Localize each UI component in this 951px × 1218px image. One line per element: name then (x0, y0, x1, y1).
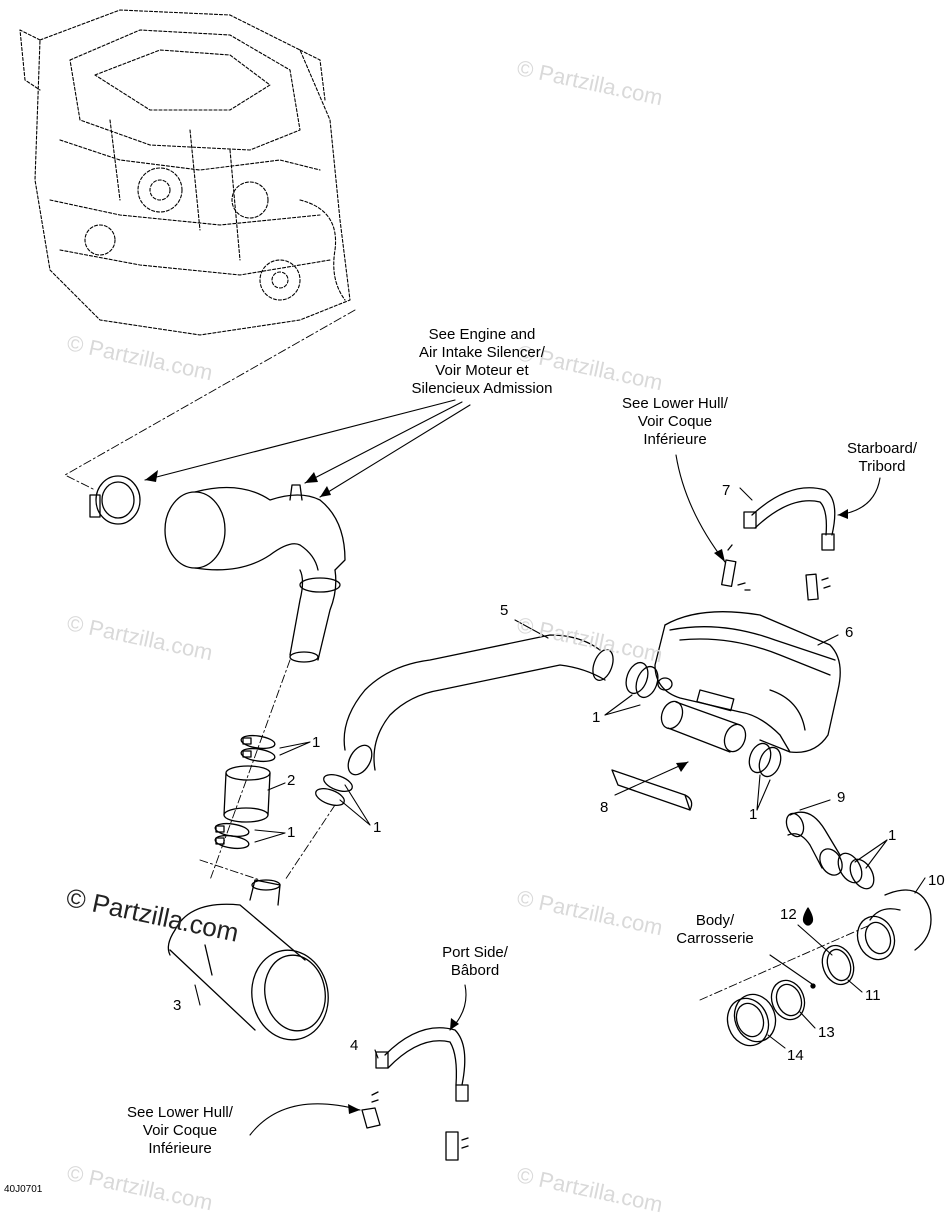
part-number-4: 4 (350, 1037, 359, 1054)
label-line: Bâbord (450, 962, 500, 979)
elbow-hose (785, 811, 843, 876)
outlet-elbow (856, 889, 932, 961)
label-line: Voir Coque (142, 1122, 218, 1139)
clamp-waterbox-upper (625, 661, 659, 699)
label-line: Inférieure (643, 431, 707, 448)
part-number-14: 14 (787, 1047, 804, 1064)
part-number-1: 1 (749, 806, 758, 823)
part-number-1: 1 (287, 824, 296, 841)
clamp-elbow (837, 852, 875, 890)
part-number-2: 2 (287, 772, 296, 789)
part-number-11: 11 (865, 987, 881, 1004)
muffler (167, 879, 329, 1041)
label-line: See Lower Hull/ (622, 395, 728, 412)
label-line: Body/ (695, 912, 735, 929)
part-number-10: 10 (928, 872, 945, 889)
strap-port (361, 1027, 469, 1161)
lower-hull-reference-top: See Lower Hull/ Voir Coque Inférieure (600, 395, 750, 449)
label-line: See Engine and (428, 326, 536, 343)
label-line: See Lower Hull/ (127, 1104, 233, 1121)
engine-reference-label: See Engine and Air Intake Silencer/ Voir… (382, 326, 582, 398)
starboard-label: Starboard/ Tribord (832, 440, 932, 476)
engine-block (19, 9, 351, 336)
foam-strip (611, 769, 693, 811)
part-number-9: 9 (837, 789, 846, 806)
part-number-1: 1 (888, 827, 897, 844)
clamp-lower-pair (214, 822, 250, 850)
manifold-reference-line (209, 659, 291, 881)
diagram-code: 40J0701 (4, 1184, 43, 1195)
part-number-8: 8 (600, 799, 609, 816)
part-number-1: 1 (373, 819, 382, 836)
label-line: Silencieux Admission (411, 380, 553, 397)
ring-13 (770, 979, 806, 1021)
lubricant-drop-icon (802, 907, 814, 926)
clamp-waterbox-lower (748, 742, 782, 778)
strap-starboard (721, 487, 836, 601)
exhaust-pipe-5 (343, 634, 614, 776)
part-number-7: 7 (722, 482, 731, 499)
exhaust-manifold-pipe (164, 484, 346, 663)
label-line: Carrosserie (676, 930, 754, 947)
engine-reference-line (64, 309, 356, 491)
part-number-5: 5 (500, 602, 509, 619)
port-side-label: Port Side/ Bâbord (420, 944, 530, 980)
label-line: Inférieure (148, 1140, 212, 1157)
part-number-3: 3 (173, 997, 182, 1014)
arrowheads (145, 470, 848, 1114)
o-ring-11 (821, 944, 855, 986)
label-line: Tribord (858, 458, 906, 475)
lower-hull-reference-bottom: See Lower Hull/ Voir Coque Inférieure (105, 1104, 255, 1158)
body-label: Body/ Carrosserie (660, 912, 770, 948)
clamp-upper-pair (240, 734, 276, 763)
part-number-12: 12 (780, 906, 797, 923)
rubber-sleeve (223, 765, 271, 823)
label-line: Air Intake Silencer/ (419, 344, 545, 361)
clamp-pipe5-inlet (315, 774, 353, 806)
label-line: Port Side/ (442, 944, 508, 961)
label-line: Voir Coque (637, 413, 713, 430)
label-line: Starboard/ (846, 440, 918, 457)
part-number-1: 1 (312, 734, 321, 751)
part-number-13: 13 (818, 1024, 835, 1041)
part-number-6: 6 (845, 624, 854, 641)
label-line: Voir Moteur et (435, 362, 529, 379)
part-number-1: 1 (592, 709, 601, 726)
waterbox-outlet-tube (660, 700, 747, 753)
engine-outlet-clamp (89, 475, 141, 525)
water-box (654, 611, 841, 754)
outlet-nut-14 (726, 993, 777, 1047)
